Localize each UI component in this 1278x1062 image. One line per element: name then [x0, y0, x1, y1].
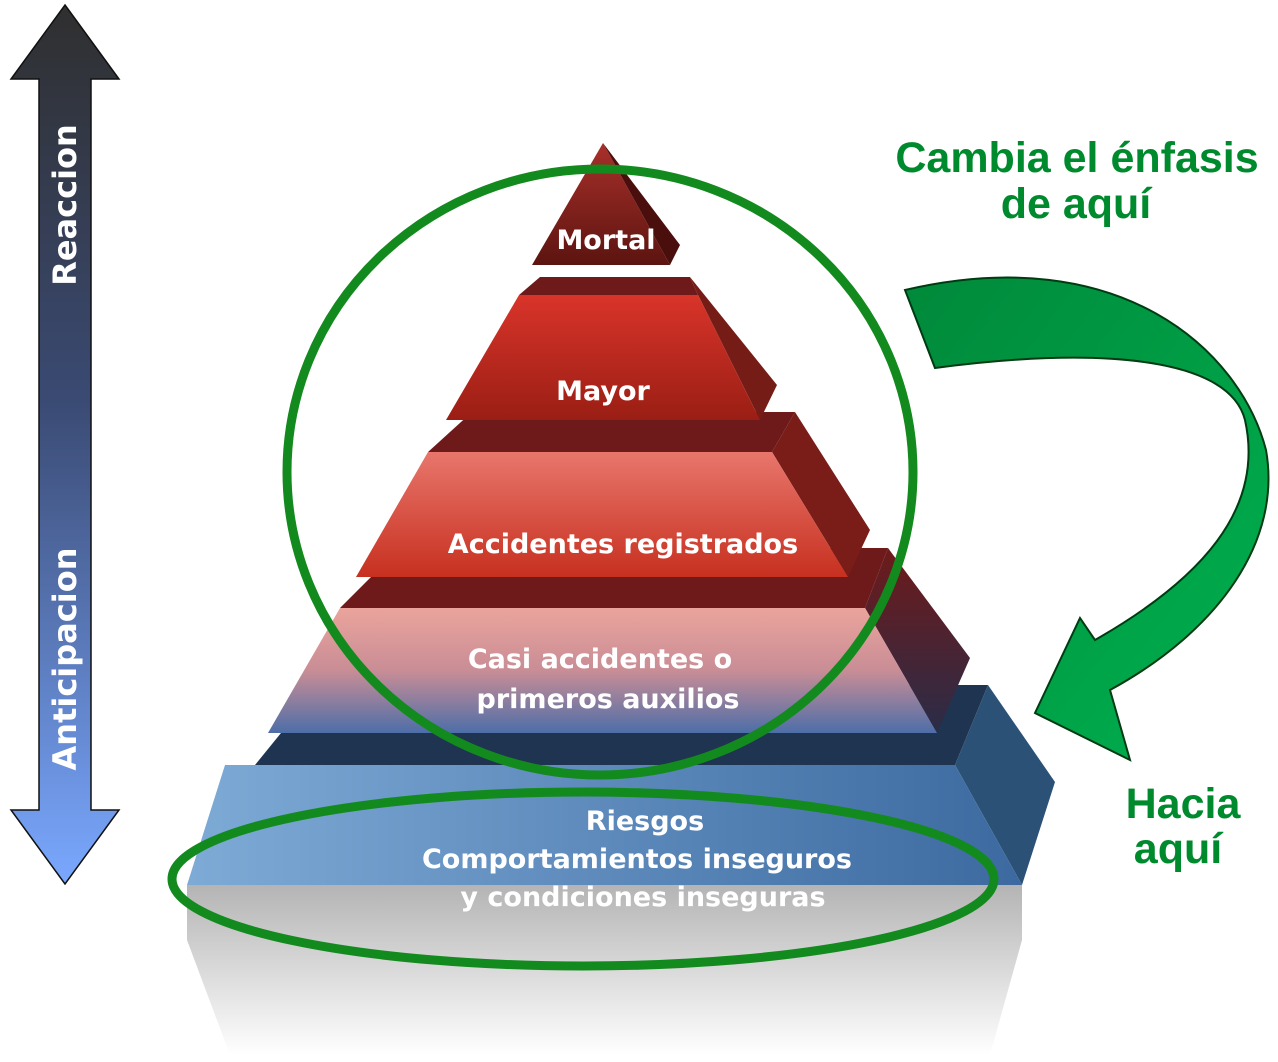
level-label-accidentes-registrados: Accidentes registrados	[448, 529, 798, 560]
reaccion-label: Reaccion	[46, 124, 84, 286]
annotation-to-line2: aquí	[1134, 825, 1224, 873]
pyramid-level-mayor	[446, 277, 777, 420]
level-label-mayor: Mayor	[556, 376, 650, 407]
level-label-condiciones: y condiciones inseguras	[460, 882, 825, 913]
level-label-casi-accidentes-line1: Casi accidentes o	[468, 644, 732, 675]
anticipacion-label: Anticipacion	[46, 548, 84, 771]
level-label-mortal: Mortal	[556, 225, 655, 256]
pyramid-level-accidentes-registrados	[356, 412, 870, 577]
highlight-circle-upper	[282, 164, 918, 780]
annotation-from-line1: Cambia el énfasis	[895, 134, 1258, 182]
annotation-to-line1: Hacia	[1126, 780, 1242, 828]
curved-arrow-icon	[903, 276, 1270, 762]
highlight-ellipse-base	[167, 787, 999, 971]
annotation-from-line2: de aquí	[1001, 180, 1154, 228]
level-label-riesgos: Riesgos	[586, 806, 704, 837]
level-label-casi-accidentes-line2: primeros auxilios	[477, 684, 740, 715]
level-label-comportamientos: Comportamientos inseguros	[422, 844, 852, 875]
double-headed-arrow-icon	[9, 3, 121, 886]
